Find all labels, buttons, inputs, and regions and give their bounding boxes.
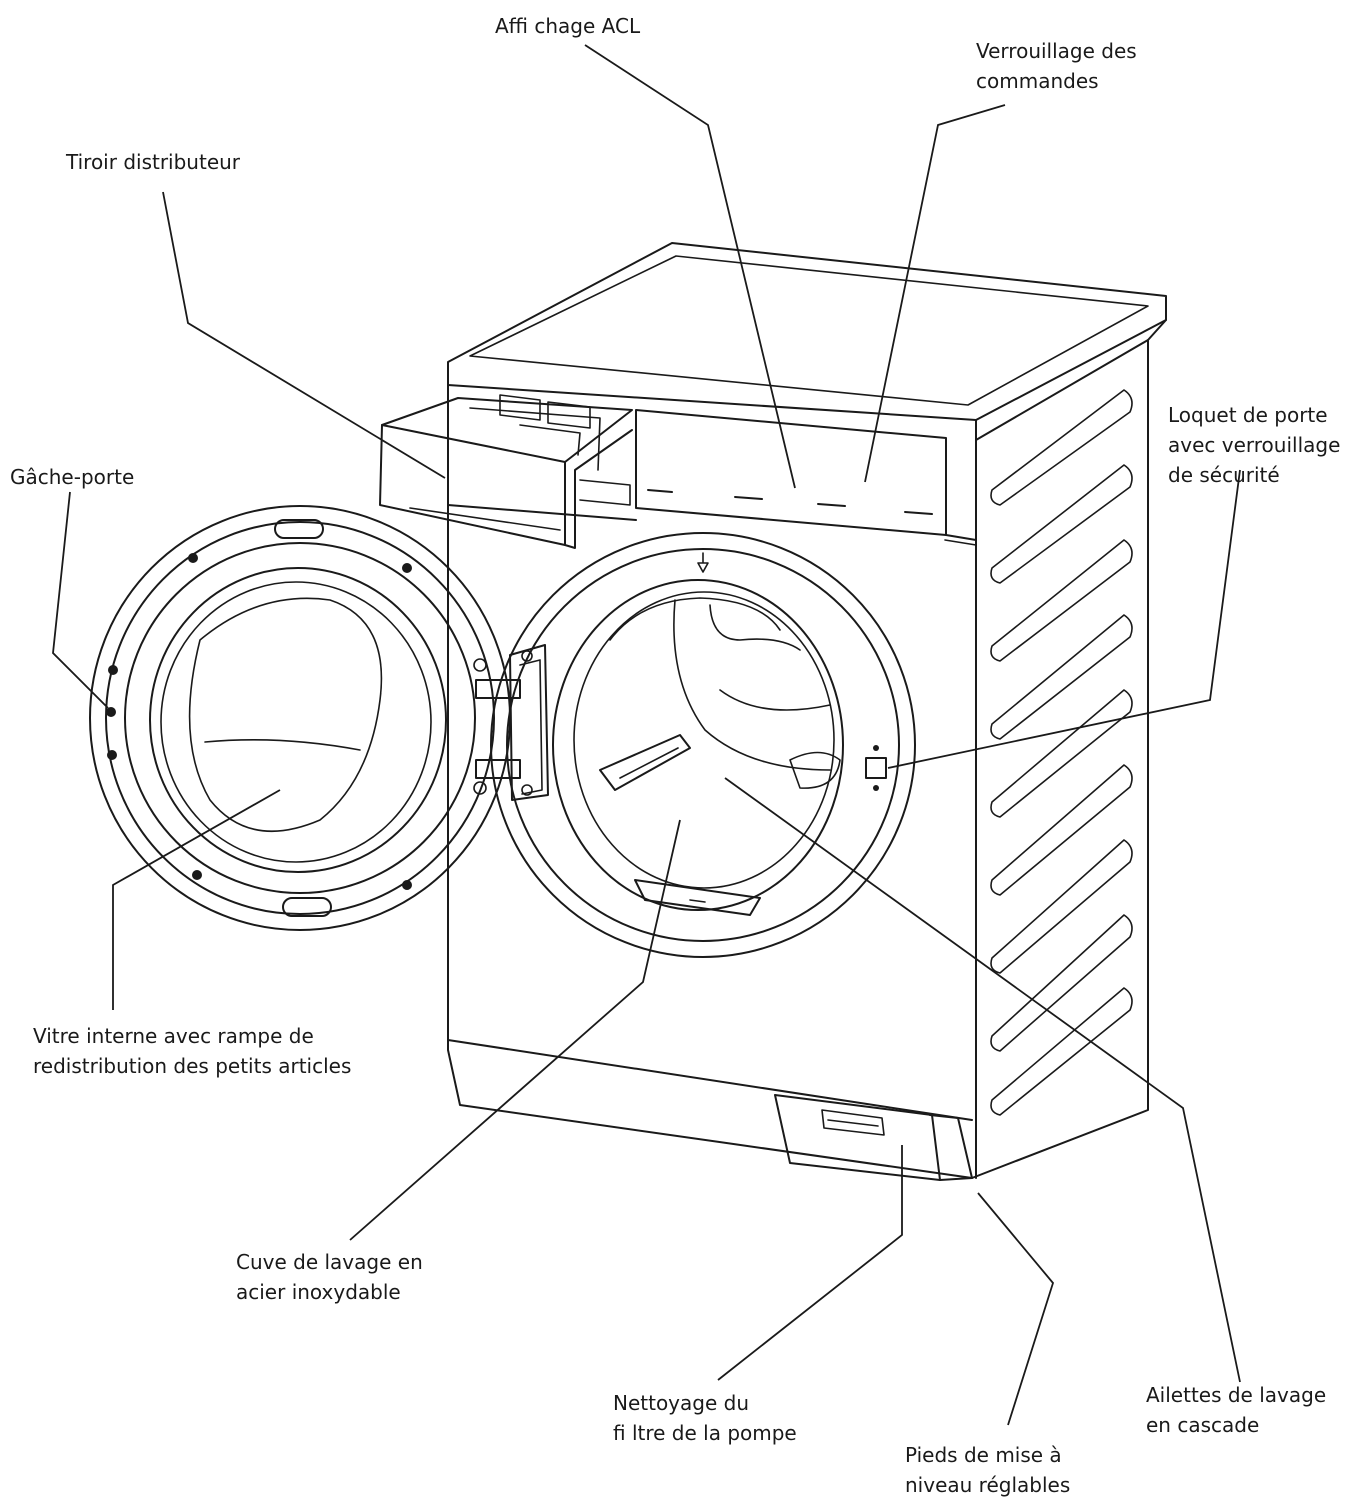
open-door <box>89 505 511 931</box>
leader-feet <box>977 1192 1055 1426</box>
leader-drum <box>349 819 681 1241</box>
label-lcd-display: Affi chage ACL <box>495 14 641 38</box>
dispenser-drawer-shape <box>379 394 633 549</box>
label-paddles: Ailettes de lavage en cascade <box>1146 1383 1327 1437</box>
label-door-latch: Loquet de porte avec verrouillage de séc… <box>1168 403 1341 487</box>
label-door-striker: Gâche-porte <box>10 465 135 489</box>
label-drum: Cuve de lavage en acier inoxydable <box>236 1250 423 1304</box>
label-leveling-feet: Pieds de mise à niveau réglables <box>905 1443 1071 1497</box>
door-hinge <box>473 644 549 801</box>
drum-opening <box>490 532 916 958</box>
leader-inner-glass <box>112 789 281 1010</box>
leader-lines <box>52 44 1241 1426</box>
leader-striker <box>52 491 109 709</box>
leader-lcd <box>584 44 796 489</box>
machine-cabinet <box>447 242 1167 1181</box>
label-dispenser-drawer: Tiroir distributeur <box>66 150 241 174</box>
leader-paddles <box>724 777 1241 1383</box>
leader-latch <box>887 469 1241 769</box>
leader-pump-filter <box>717 1145 903 1381</box>
label-control-lock: Verrouillage des commandes <box>976 39 1137 93</box>
side-vent-slots <box>990 389 1133 1116</box>
label-inner-glass: Vitre interne avec rampe de redistributi… <box>33 1024 352 1078</box>
leader-control-lock <box>864 104 1006 483</box>
label-pump-filter: Nettoyage du fi ltre de la pompe <box>613 1391 797 1445</box>
leader-drawer <box>162 191 446 479</box>
